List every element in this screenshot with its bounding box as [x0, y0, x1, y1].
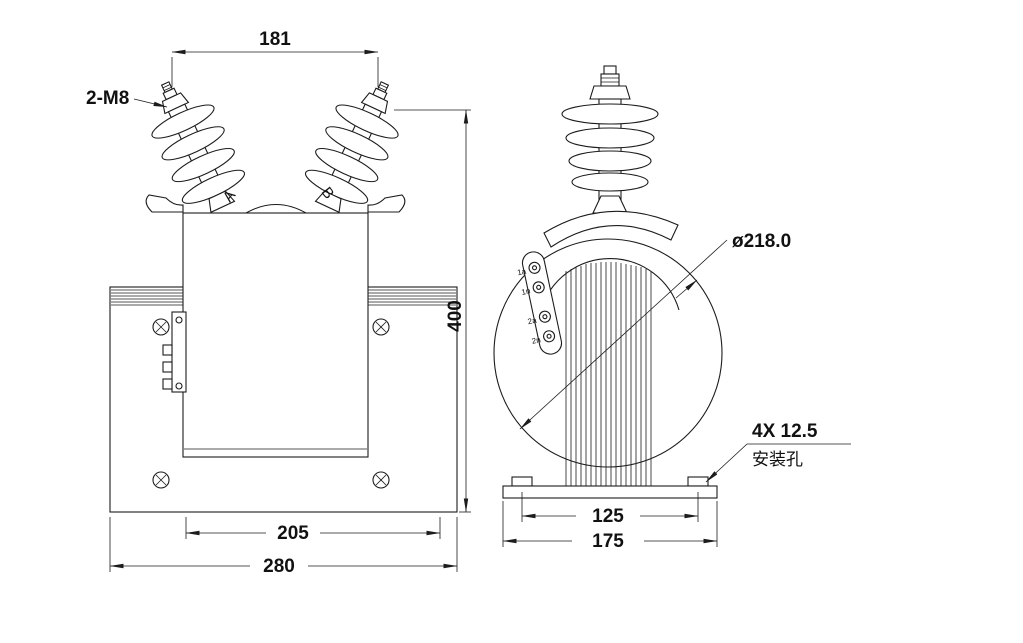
- terminal-label-1n: 1n: [521, 286, 532, 297]
- body-box: [182, 212, 369, 458]
- stud-callout-text: 2-M8: [86, 88, 129, 109]
- mounting-bolt-symbol: [152, 471, 170, 489]
- front-view: 181 2-M8 A B 400 205: [86, 29, 471, 577]
- hole-size-text: 4X 12.5: [752, 421, 818, 442]
- dim-400-text: 400: [445, 300, 466, 332]
- secondary-terminal-plate: 1a 1n 2a 2n: [516, 251, 563, 355]
- top-clamp-band: [543, 210, 679, 248]
- left-shoulder: [145, 194, 184, 213]
- hole-name-text: 安装孔: [752, 450, 803, 469]
- terminal-label-2n: 2n: [531, 335, 542, 346]
- side-view: 1a 1n 2a 2n ø218.0 4X 12.5 安装孔: [493, 65, 851, 552]
- front-body: [109, 194, 458, 513]
- left-mounting-tab: [511, 476, 533, 487]
- dim-base-outer: 175: [502, 501, 718, 552]
- dim-outer-width: 280: [109, 517, 458, 577]
- mounting-bolt-symbol: [372, 471, 390, 489]
- terminal-block: [162, 311, 187, 393]
- terminal-label-1a: 1a: [516, 267, 527, 278]
- side-insulator: [561, 65, 659, 214]
- dim-280-text: 280: [263, 556, 295, 577]
- right-mounting-tab: [687, 476, 709, 487]
- dim-base-inner: 125: [521, 492, 699, 527]
- mounting-bolt-symbol: [152, 318, 170, 336]
- dim-inner-width: 205: [185, 517, 441, 544]
- mounting-bolt-symbol: [372, 318, 390, 336]
- stud-callout: 2-M8: [86, 88, 168, 109]
- mounting-hole-callout: 4X 12.5 安装孔: [705, 421, 851, 483]
- top-dome: [245, 204, 307, 214]
- core-window-arc: [540, 258, 680, 311]
- right-shoulder: [367, 194, 406, 213]
- dim-205-text: 205: [277, 523, 309, 544]
- dim-175-text: 175: [592, 531, 624, 552]
- dim-diameter: ø218.0: [519, 231, 791, 430]
- dim-height: 400: [394, 109, 471, 513]
- winding-lines: [565, 262, 652, 486]
- base-plate: [502, 485, 718, 499]
- dim-diameter-text: ø218.0: [732, 231, 791, 252]
- dim-181-text: 181: [259, 29, 291, 50]
- dim-top-width: 181: [171, 29, 379, 87]
- terminal-label-2a: 2a: [527, 316, 538, 327]
- dim-125-text: 125: [592, 506, 624, 527]
- side-base: [502, 476, 718, 499]
